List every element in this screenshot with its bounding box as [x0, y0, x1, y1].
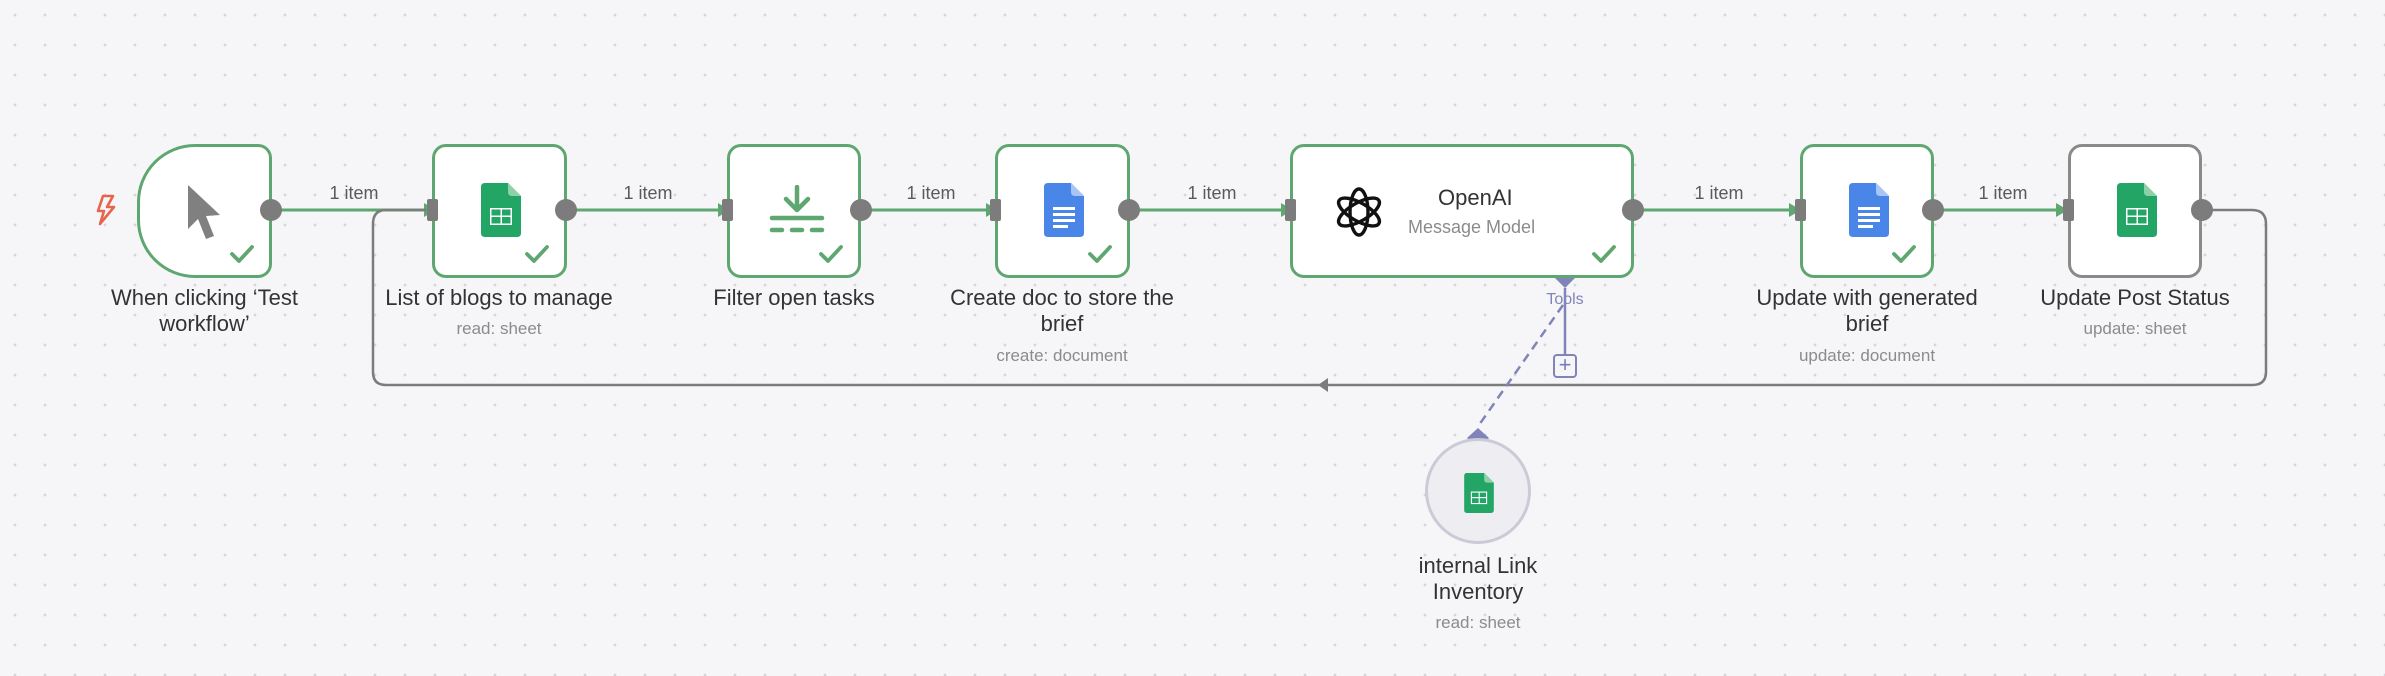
tools-port-label: Tools — [1546, 291, 1584, 308]
google-sheets-icon — [481, 183, 521, 237]
add-tool-button[interactable]: + — [1553, 354, 1577, 378]
google-sheets-icon — [1464, 473, 1494, 513]
node-label: When clicking ‘Test workflow’ — [110, 285, 299, 336]
success-check-icon — [1592, 245, 1616, 263]
edge-openai-to-update-doc[interactable] — [1634, 203, 1801, 217]
input-port[interactable] — [990, 199, 1001, 221]
filter-icon — [769, 185, 825, 233]
node-title: OpenAI — [1438, 185, 1513, 210]
output-port[interactable] — [1622, 199, 1644, 221]
node-label: Update Post Status — [2040, 285, 2230, 310]
edge-loop-back[interactable] — [371, 208, 2268, 392]
node-subtitle: create: document — [996, 346, 1128, 365]
success-check-icon — [230, 245, 254, 263]
input-port[interactable] — [2063, 199, 2074, 221]
node-openai[interactable]: OpenAI Message Model — [1290, 144, 1634, 278]
input-port[interactable] — [1285, 199, 1296, 221]
node-label: internal Link Inventory — [1418, 553, 1538, 604]
node-filter[interactable] — [727, 144, 861, 278]
success-check-icon — [819, 245, 843, 263]
node-label: Create doc to store the brief — [950, 285, 1174, 336]
output-port[interactable] — [2191, 199, 2213, 221]
node-subtitle: read: sheet — [456, 319, 542, 338]
node-label: Update with generated brief — [1756, 285, 1978, 336]
edge-label: 1 item — [1187, 183, 1237, 203]
google-sheets-icon — [2117, 183, 2157, 237]
output-port[interactable] — [260, 199, 282, 221]
node-update-doc[interactable] — [1800, 144, 1934, 278]
node-list-blogs[interactable] — [432, 144, 567, 278]
edge-list-to-filter[interactable] — [566, 203, 730, 217]
edge-label: 1 item — [623, 183, 673, 203]
input-port[interactable] — [427, 199, 438, 221]
node-subtitle: read: sheet — [1435, 613, 1521, 632]
edge-label: 1 item — [1978, 183, 2028, 203]
node-subtitle: update: sheet — [2083, 319, 2187, 338]
node-subtitle: update: document — [1798, 346, 1936, 365]
success-check-icon — [1892, 245, 1916, 263]
edge-create-doc-to-openai[interactable] — [1129, 203, 1293, 217]
edge-update-doc-to-status[interactable] — [1934, 203, 2068, 217]
google-docs-icon — [1044, 183, 1084, 237]
openai-icon — [1336, 187, 1382, 237]
node-update-status[interactable] — [2068, 144, 2202, 278]
node-link-inventory[interactable] — [1425, 438, 1531, 544]
node-label: Filter open tasks — [713, 285, 875, 310]
node-create-doc[interactable] — [995, 144, 1130, 278]
edge-label: 1 item — [906, 183, 956, 203]
edge-label: 1 item — [329, 183, 379, 203]
node-subtitle: Message Model — [1408, 217, 1536, 237]
output-port[interactable] — [1118, 199, 1140, 221]
edge-label: 1 item — [1694, 183, 1744, 203]
output-port[interactable] — [555, 199, 577, 221]
node-trigger[interactable] — [137, 144, 272, 278]
lightning-icon — [96, 194, 116, 226]
output-port[interactable] — [1922, 199, 1944, 221]
success-check-icon — [1088, 245, 1112, 263]
google-docs-icon — [1849, 183, 1889, 237]
output-port[interactable] — [850, 199, 872, 221]
success-check-icon — [525, 245, 549, 263]
node-label: List of blogs to manage — [385, 285, 613, 310]
input-port[interactable] — [1795, 199, 1806, 221]
edge-filter-to-create-doc[interactable] — [861, 203, 998, 217]
cursor-icon — [188, 185, 220, 239]
input-port[interactable] — [722, 199, 733, 221]
